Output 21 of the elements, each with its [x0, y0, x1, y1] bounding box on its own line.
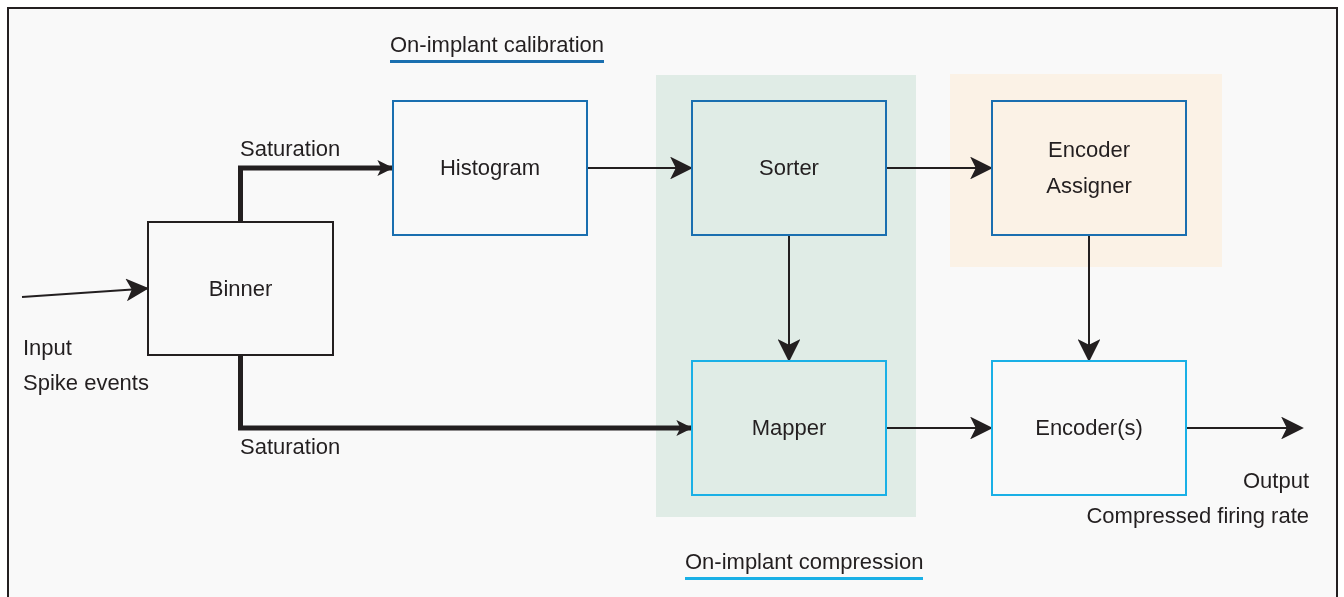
arrow	[777, 235, 801, 362]
arrow	[1077, 235, 1101, 362]
io-label: Compressed firing rate	[1086, 503, 1309, 529]
io-label: Output	[1242, 468, 1309, 494]
arrow	[886, 416, 993, 440]
arrow	[21, 278, 149, 302]
section-heading: On-implant calibration	[390, 32, 604, 63]
process-box: Mapper	[691, 360, 887, 496]
process-box: Encoder(s)	[991, 360, 1187, 496]
process-box: Sorter	[691, 100, 887, 236]
process-box: Binner	[147, 221, 334, 356]
thick-arrow	[238, 160, 394, 221]
process-box: Histogram	[392, 100, 588, 236]
io-label: Input	[23, 335, 72, 361]
arrow	[886, 156, 993, 180]
arrow	[587, 156, 693, 180]
io-label: Spike events	[23, 370, 149, 396]
thick-arrow	[238, 356, 693, 436]
process-box: Encoder Assigner	[991, 100, 1187, 236]
section-heading: On-implant compression	[685, 549, 924, 580]
arrow	[1186, 416, 1304, 440]
